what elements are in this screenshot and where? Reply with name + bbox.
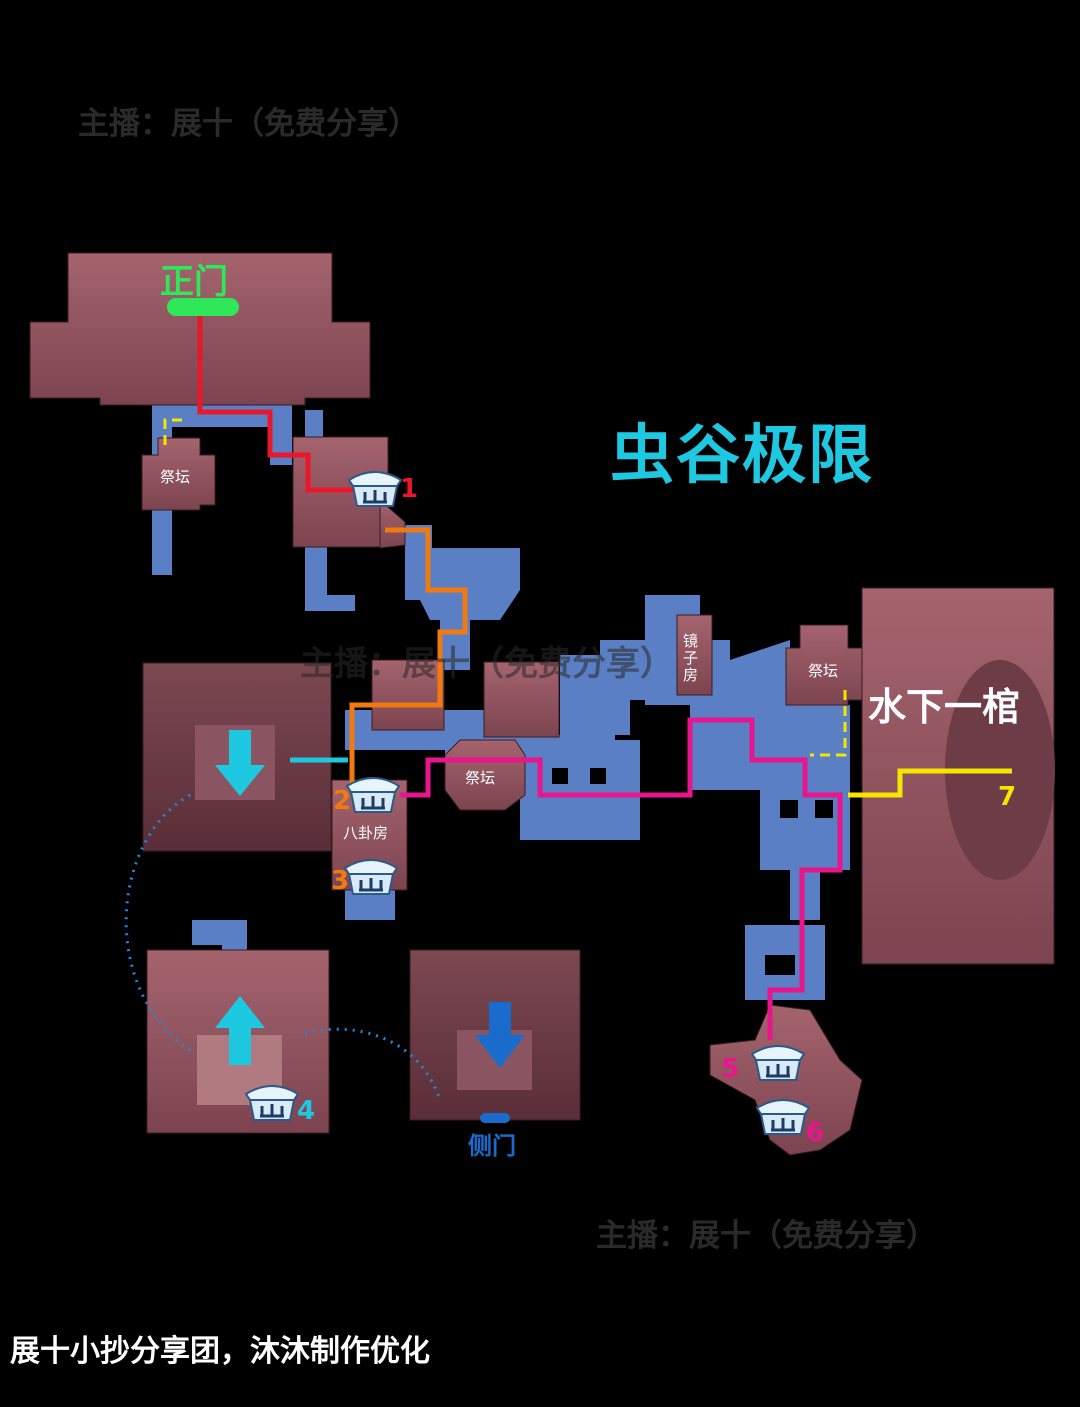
map-title: 虫谷极限: [610, 419, 874, 493]
watermark-top: 主播：展十（免费分享）: [78, 106, 419, 142]
route-orange: [349, 527, 468, 790]
dotted-connector-left: [124, 793, 191, 1052]
marker-number-7: 7: [998, 782, 1017, 812]
route-yellow: [848, 768, 1012, 798]
side-entrance-label: 侧门: [468, 1132, 516, 1160]
chest-icons: [244, 471, 811, 1135]
marker-number-4: 4: [297, 1096, 316, 1126]
room-label-altar-3: 祭坛: [808, 662, 839, 680]
marker-number-1: 1: [400, 474, 419, 504]
room-label-mirror: 镜子房: [683, 632, 699, 684]
chest-icon: [750, 1045, 806, 1081]
mid-room-b: [483, 661, 560, 738]
watermark-bottom: 主播：展十（免费分享）: [596, 1218, 937, 1254]
room-label-altar-2: 祭坛: [465, 769, 496, 787]
room-label-altar-1: 祭坛: [160, 468, 191, 486]
dotted-connector-bottom: [304, 1027, 442, 1101]
arrow-up-cyan-icon: [215, 996, 265, 1065]
corridors: [152, 405, 850, 1000]
marker-number-2: 2: [333, 786, 352, 816]
altar-room-3: [785, 624, 863, 706]
mid-room-a: [371, 659, 445, 731]
marker-number-3: 3: [331, 866, 350, 896]
main-entrance-marker: [167, 298, 239, 316]
side-entrance-marker: [480, 1113, 510, 1123]
route-yellow-dash-right: [810, 690, 847, 757]
main-entrance-label: 正门: [160, 262, 228, 302]
route-red: [197, 312, 360, 493]
room-label-underwater-coffin: 水下一棺: [868, 685, 1021, 729]
mirror-room: [676, 614, 713, 696]
route-magenta: [400, 717, 843, 1040]
chest-icon: [347, 471, 403, 507]
chest-icon: [755, 1099, 811, 1135]
routes: [124, 312, 1012, 1101]
corridor-gaps: [552, 768, 833, 975]
room-label-bagua: 八卦房: [343, 824, 389, 842]
arrow-down-blue-icon: [475, 1002, 525, 1068]
credit-text: 展十小抄分享团，沐沐制作优化: [10, 1334, 430, 1369]
altar-room-1: [141, 437, 216, 511]
marker-number-6: 6: [806, 1118, 825, 1148]
route-yellow-dash-left: [163, 418, 182, 450]
chest-icon: [343, 859, 399, 895]
chest-icon: [345, 777, 401, 813]
marker-number-5: 5: [721, 1054, 740, 1084]
watermark-middle: 主播：展十（免费分享）: [300, 644, 674, 684]
arrow-down-cyan-icon: [215, 730, 265, 796]
chest-icon: [244, 1085, 300, 1121]
